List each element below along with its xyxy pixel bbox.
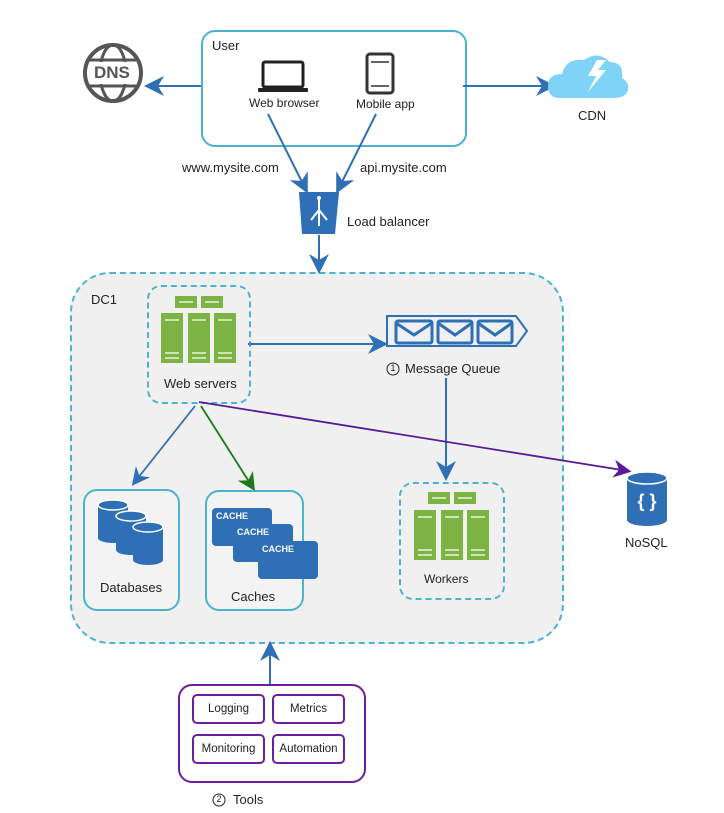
databases-label: Databases xyxy=(100,580,163,595)
mobile-app-label: Mobile app xyxy=(356,97,415,111)
cdn-cloud-icon xyxy=(548,55,629,98)
www-edge-label: www.mysite.com xyxy=(182,160,279,175)
arrow-web-to-databases xyxy=(131,405,196,486)
nosql-database-icon: { } xyxy=(626,471,668,526)
arrow-web-to-lb xyxy=(267,113,308,194)
workers-icon xyxy=(414,492,489,560)
web-servers-icon xyxy=(161,296,236,363)
web-servers-label: Web servers xyxy=(164,376,237,391)
step-1-circle xyxy=(386,362,400,376)
message-queue-icon xyxy=(386,315,529,347)
cache-card: CACHE xyxy=(258,541,318,579)
laptop-icon xyxy=(258,60,308,92)
svg-text:{ }: { } xyxy=(637,491,656,511)
load-balancer-label: Load balancer xyxy=(347,214,430,229)
tool-monitoring: Monitoring xyxy=(192,734,265,764)
step-1-number: 1 xyxy=(390,363,396,373)
load-balancer-icon xyxy=(299,192,339,234)
tool-logging: Logging xyxy=(192,694,265,724)
cdn-label: CDN xyxy=(578,108,607,123)
tool-automation: Automation xyxy=(272,734,345,764)
message-queue-label: Message Queue xyxy=(405,361,501,376)
dc1-title: DC1 xyxy=(91,292,118,307)
arrow-web-to-caches xyxy=(200,405,255,492)
nosql-label: NoSQL xyxy=(625,535,668,550)
tools-label: Tools xyxy=(233,792,264,807)
mobile-phone-icon xyxy=(365,52,395,95)
web-browser-label: Web browser xyxy=(249,96,320,110)
arrow-app-to-lb xyxy=(336,113,377,194)
dns-label: DNS xyxy=(94,63,130,82)
dns-globe-icon xyxy=(83,43,143,103)
workers-group xyxy=(399,482,505,600)
step-2-number: 2 xyxy=(216,794,222,804)
arrow-web-to-nosql xyxy=(198,401,632,478)
tool-metrics: Metrics xyxy=(272,694,345,724)
api-edge-label: api.mysite.com xyxy=(360,160,447,175)
user-group-title: User xyxy=(212,38,240,53)
workers-label: Workers xyxy=(424,572,469,586)
caches-label: Caches xyxy=(231,589,276,604)
user-group xyxy=(201,30,467,147)
databases-icon xyxy=(97,499,164,565)
step-2-circle xyxy=(212,793,226,807)
